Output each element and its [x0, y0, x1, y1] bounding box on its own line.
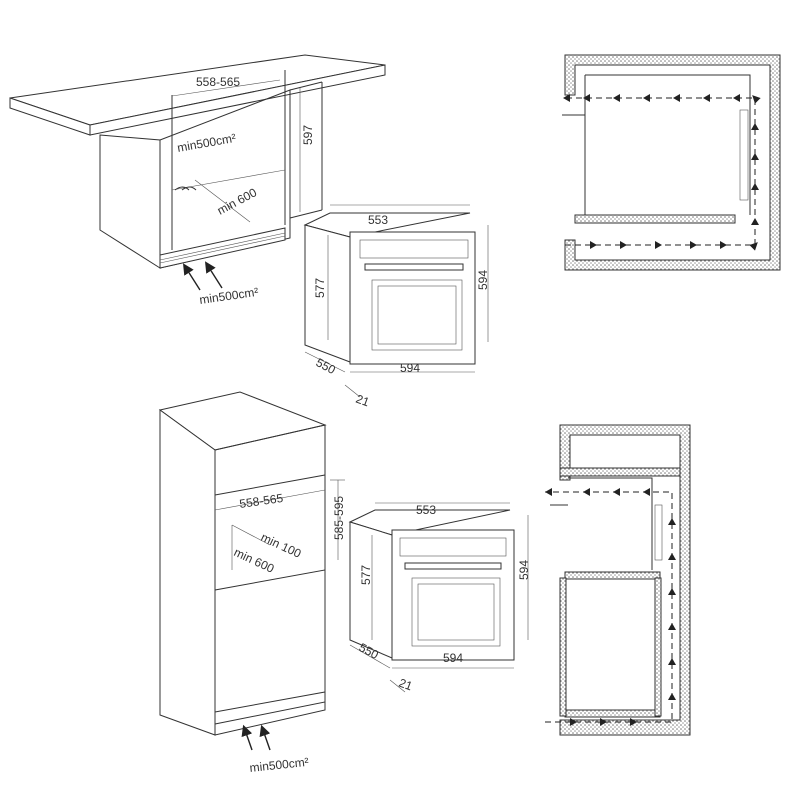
- depth-label: min 600: [232, 545, 277, 576]
- airflow-diagram-built-under: [562, 54, 781, 271]
- total-height: 594: [476, 270, 490, 290]
- vent-top-label: min500cm²: [176, 131, 237, 155]
- oven-dimensions-top: 553 577 594 550 594 21: [303, 204, 490, 410]
- countertop-side: [89, 64, 386, 136]
- top-width: 553: [368, 213, 388, 227]
- depth-label: min 600: [215, 185, 260, 218]
- height-label: 597: [301, 125, 315, 145]
- front-width: 594: [400, 361, 420, 375]
- total-height: 594: [517, 560, 531, 580]
- oven-dimensions-bottom: 553 577 594 550 594 21: [348, 502, 531, 694]
- vent-bottom-label: min500cm²: [249, 755, 309, 775]
- built-under-cabinet: 558-565 min500cm² 597 min 600 min500cm²: [9, 54, 386, 307]
- vent-grille: [159, 227, 286, 269]
- tall-unit-cabinet: 558-565 585-595 min 100 min 600 min500cm…: [158, 391, 346, 775]
- vent-bottom-label: min500cm²: [198, 285, 259, 307]
- width-label: 558-565: [238, 491, 284, 511]
- front-height: 577: [359, 565, 373, 585]
- depth: 550: [314, 355, 339, 377]
- countertop-top: [9, 54, 386, 126]
- door-depth: 21: [397, 676, 415, 694]
- front-width: 594: [443, 651, 463, 665]
- cabinet-side-left: [99, 134, 161, 269]
- door-depth: 21: [354, 392, 372, 410]
- airflow-diagram-tall-unit: [545, 424, 691, 736]
- front-height: 577: [313, 278, 327, 298]
- top-width: 553: [416, 503, 436, 517]
- height-label: 585-595: [332, 496, 346, 540]
- rear-gap-label: min 100: [259, 530, 304, 561]
- width-label: 558-565: [196, 75, 240, 89]
